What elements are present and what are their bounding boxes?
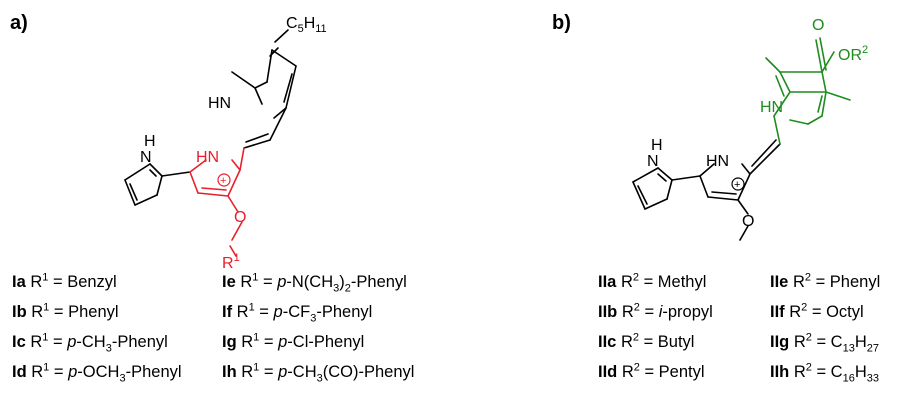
legend-entry-iid: IId R2 = Pentyl (598, 361, 705, 381)
legend-entry-iie: IIe R2 = Phenyl (770, 271, 881, 291)
legend-entry-iig: IIg R2 = C13H27 (770, 331, 880, 355)
panel-b-label: b) (552, 12, 571, 34)
atom-o-carbonyl: O (812, 17, 824, 34)
atom-h-nh: H (651, 137, 663, 154)
legend-entry-ig: Ig R1 = p-Cl-Phenyl (222, 331, 365, 351)
legend-entry-iih: IIh R2 = C16H33 (770, 361, 880, 385)
legend-entry-ih: Ih R1 = p-CH3(CO)-Phenyl (222, 361, 415, 385)
panel-a-label: a) (10, 12, 28, 34)
atom-hn-top: HN (760, 99, 783, 116)
atom-plus: + (220, 175, 226, 187)
legend-entry-ia: Ia R1 = Benzyl (12, 271, 117, 291)
atom-hn-top: HN (208, 95, 231, 112)
atom-h-nh: H (144, 133, 156, 150)
atom-o: O (234, 209, 246, 226)
legend-entry-iif: IIf R2 = Octyl (770, 301, 864, 321)
legend-entry-if: If R1 = p-CF3-Phenyl (222, 301, 373, 325)
atom-o: O (742, 213, 754, 230)
charge-plus-icon (731, 177, 745, 191)
legend-entry-ie: Ie R1 = p-N(CH3)2-Phenyl (222, 271, 407, 295)
legend-entry-iic: IIc R2 = Butyl (598, 331, 695, 351)
legend-entry-iia: IIa R2 = Methyl (598, 271, 707, 291)
legend-entry-iib: IIb R2 = i-propyl (598, 301, 713, 321)
atom-plus: + (734, 179, 740, 191)
charge-plus-icon (217, 173, 231, 187)
atom-n-nh: N (647, 153, 659, 170)
legend-entry-id: Id R1 = p-OCH3-Phenyl (12, 361, 182, 385)
atom-hn-center: HN (196, 149, 219, 166)
legend-entry-ib: Ib R1 = Phenyl (12, 301, 119, 321)
atom-n-nh: N (140, 149, 152, 166)
atom-or2: OR2 (838, 44, 868, 64)
legend-entry-ic: Ic R1 = p-CH3-Phenyl (12, 331, 168, 355)
atom-hn-center: HN (706, 153, 729, 170)
